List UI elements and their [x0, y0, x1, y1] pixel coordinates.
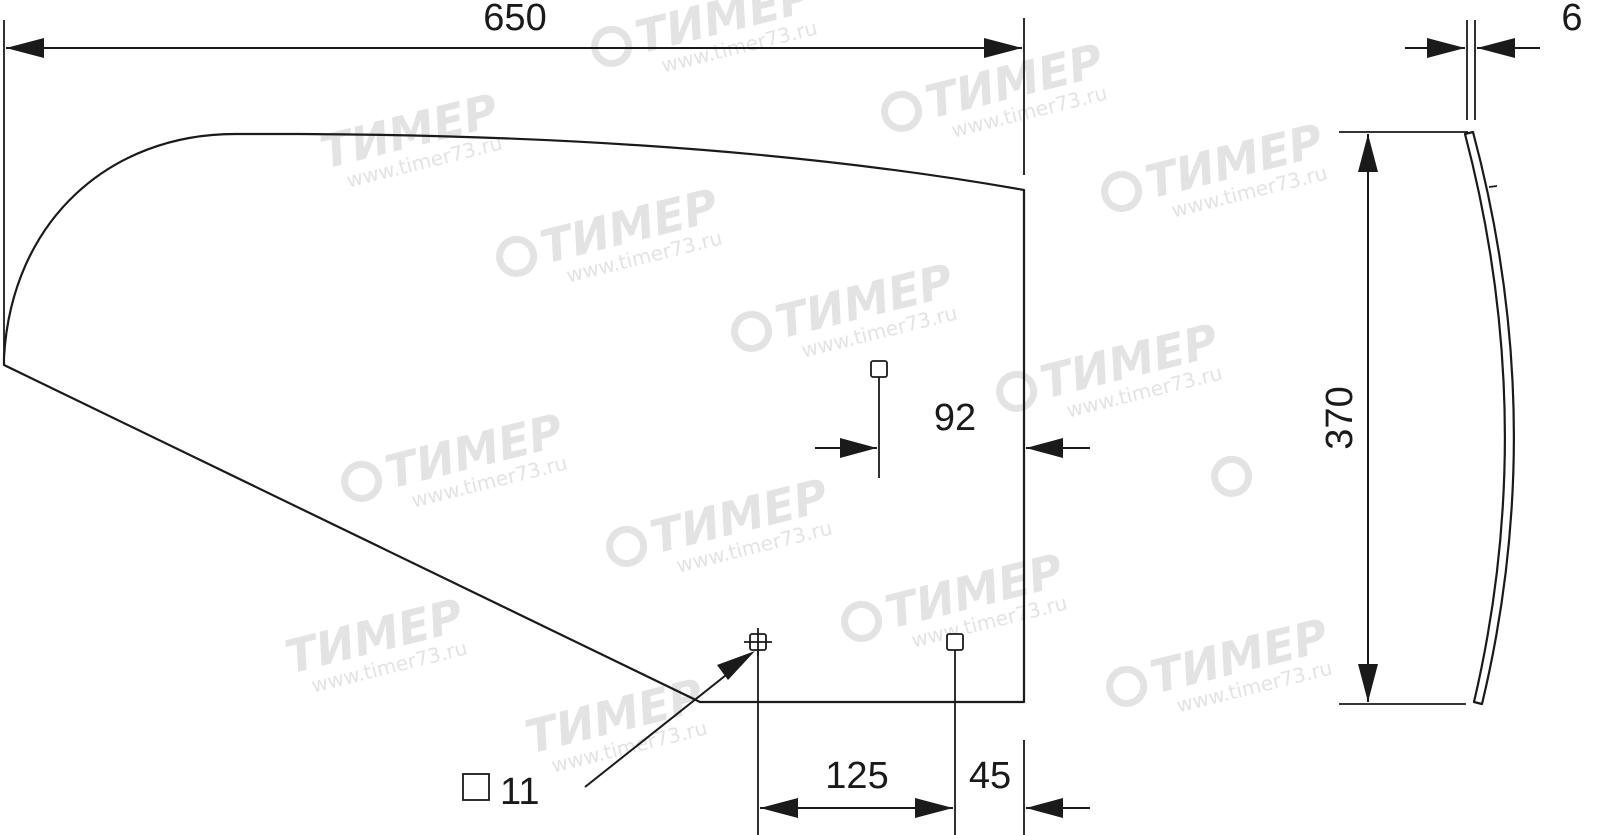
watermark: ТИМЕР www.timer73.ru: [606, 468, 835, 577]
svg-text:650: 650: [483, 0, 546, 39]
svg-text:11: 11: [500, 771, 539, 813]
dimension-hole-spacing: 125: [757, 650, 1025, 835]
svg-text:92: 92: [934, 397, 976, 439]
plate-side-profile: [1463, 130, 1515, 706]
hole-lower-right: [946, 633, 964, 651]
dimension-hole-offset-edge: 45: [969, 755, 1090, 818]
dimension-hole-offset-top: 92: [815, 377, 1090, 478]
watermark: ТИМЕР www.timer73.ru: [315, 83, 505, 192]
dimension-height: 370: [1319, 131, 1468, 705]
watermark: ТИМЕР www.timer73.ru: [341, 403, 570, 512]
watermark: ТИМЕР www.timer73.ru: [280, 588, 470, 697]
hole-upper: [870, 360, 888, 378]
watermark: ТИМЕР www.timer73.ru: [1106, 608, 1335, 717]
dimension-thickness: 6: [1405, 0, 1583, 120]
side-profile-tick: [1488, 185, 1498, 188]
svg-text:45: 45: [969, 755, 1011, 797]
svg-text:370: 370: [1319, 386, 1361, 449]
watermark: ТИМЕР www.timer73.ru: [520, 668, 710, 777]
watermark: ТИМЕР www.timer73.ru: [731, 253, 960, 362]
dimension-total-length: 650: [3, 0, 1025, 360]
svg-text:6: 6: [1561, 0, 1582, 39]
watermark: [1211, 455, 1253, 497]
square-symbol-icon: [462, 773, 490, 801]
watermark-layer: ТИМЕР www.timer73.ru ТИМЕР www.timer73.r…: [280, 0, 1335, 777]
watermark: ТИМЕР www.timer73.ru: [1101, 113, 1330, 222]
svg-text:125: 125: [825, 755, 888, 797]
watermark: ТИМЕР www.timer73.ru: [496, 178, 725, 287]
plate-outline: [2, 132, 1026, 704]
watermark: ТИМЕР www.timer73.ru: [996, 313, 1225, 422]
watermark: ТИМЕР www.timer73.ru: [591, 0, 820, 77]
hole-size-callout: 11: [462, 651, 755, 813]
